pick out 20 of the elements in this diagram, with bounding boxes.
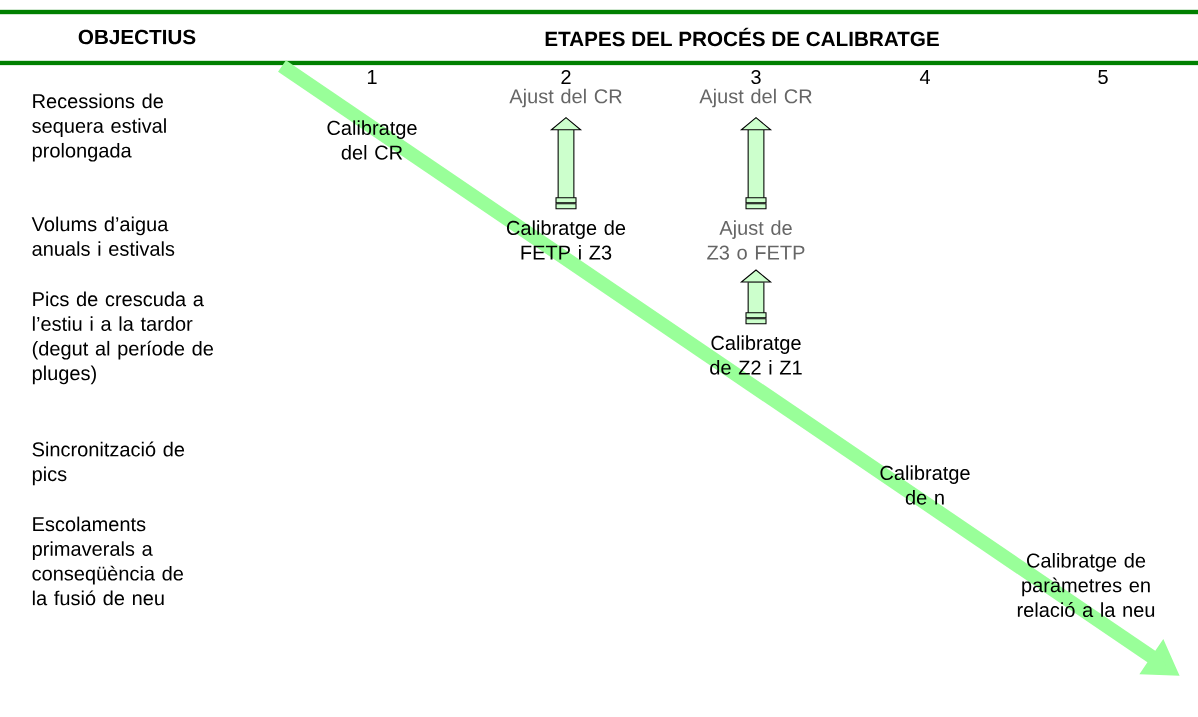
step-text: Calibratge del CR <box>327 120 417 160</box>
objective-text: Escolaments primaverals a conseqüència de la fusió de neu <box>32 516 183 606</box>
objective-text: Recessions de sequera estival prolongada <box>32 93 166 162</box>
step-number: 3 <box>751 69 761 85</box>
step-text: Calibratge de paràmetres en relació a la neu <box>1017 553 1155 617</box>
objective-text: Sincronització de pics <box>32 441 185 486</box>
step-text: Calibratge de Z2 i Z1 <box>710 335 802 375</box>
step-text: Ajust del CR <box>699 88 812 108</box>
column-heading: OBJECTIUS <box>78 29 196 45</box>
objective-text: Pics de crescuda a l’estiu i a la tardor (degut al període de pluges) <box>32 291 213 385</box>
step-text: Calibratge de n <box>880 465 970 505</box>
objective-text: Volums d’aigua anuals i estivals <box>31 216 175 256</box>
step-number: 4 <box>919 70 930 84</box>
step-text: Ajust de Z3 o FETP <box>707 220 805 260</box>
step-number: 1 <box>367 70 377 84</box>
step-text: Ajust del CR <box>509 88 622 108</box>
column-heading: ETAPES DEL PROCÉS DE CALIBRATGE <box>545 27 939 47</box>
step-number: 5 <box>1098 70 1108 84</box>
step-number: 2 <box>561 70 571 84</box>
step-text: Calibratge de FETP i Z3 <box>507 220 626 260</box>
